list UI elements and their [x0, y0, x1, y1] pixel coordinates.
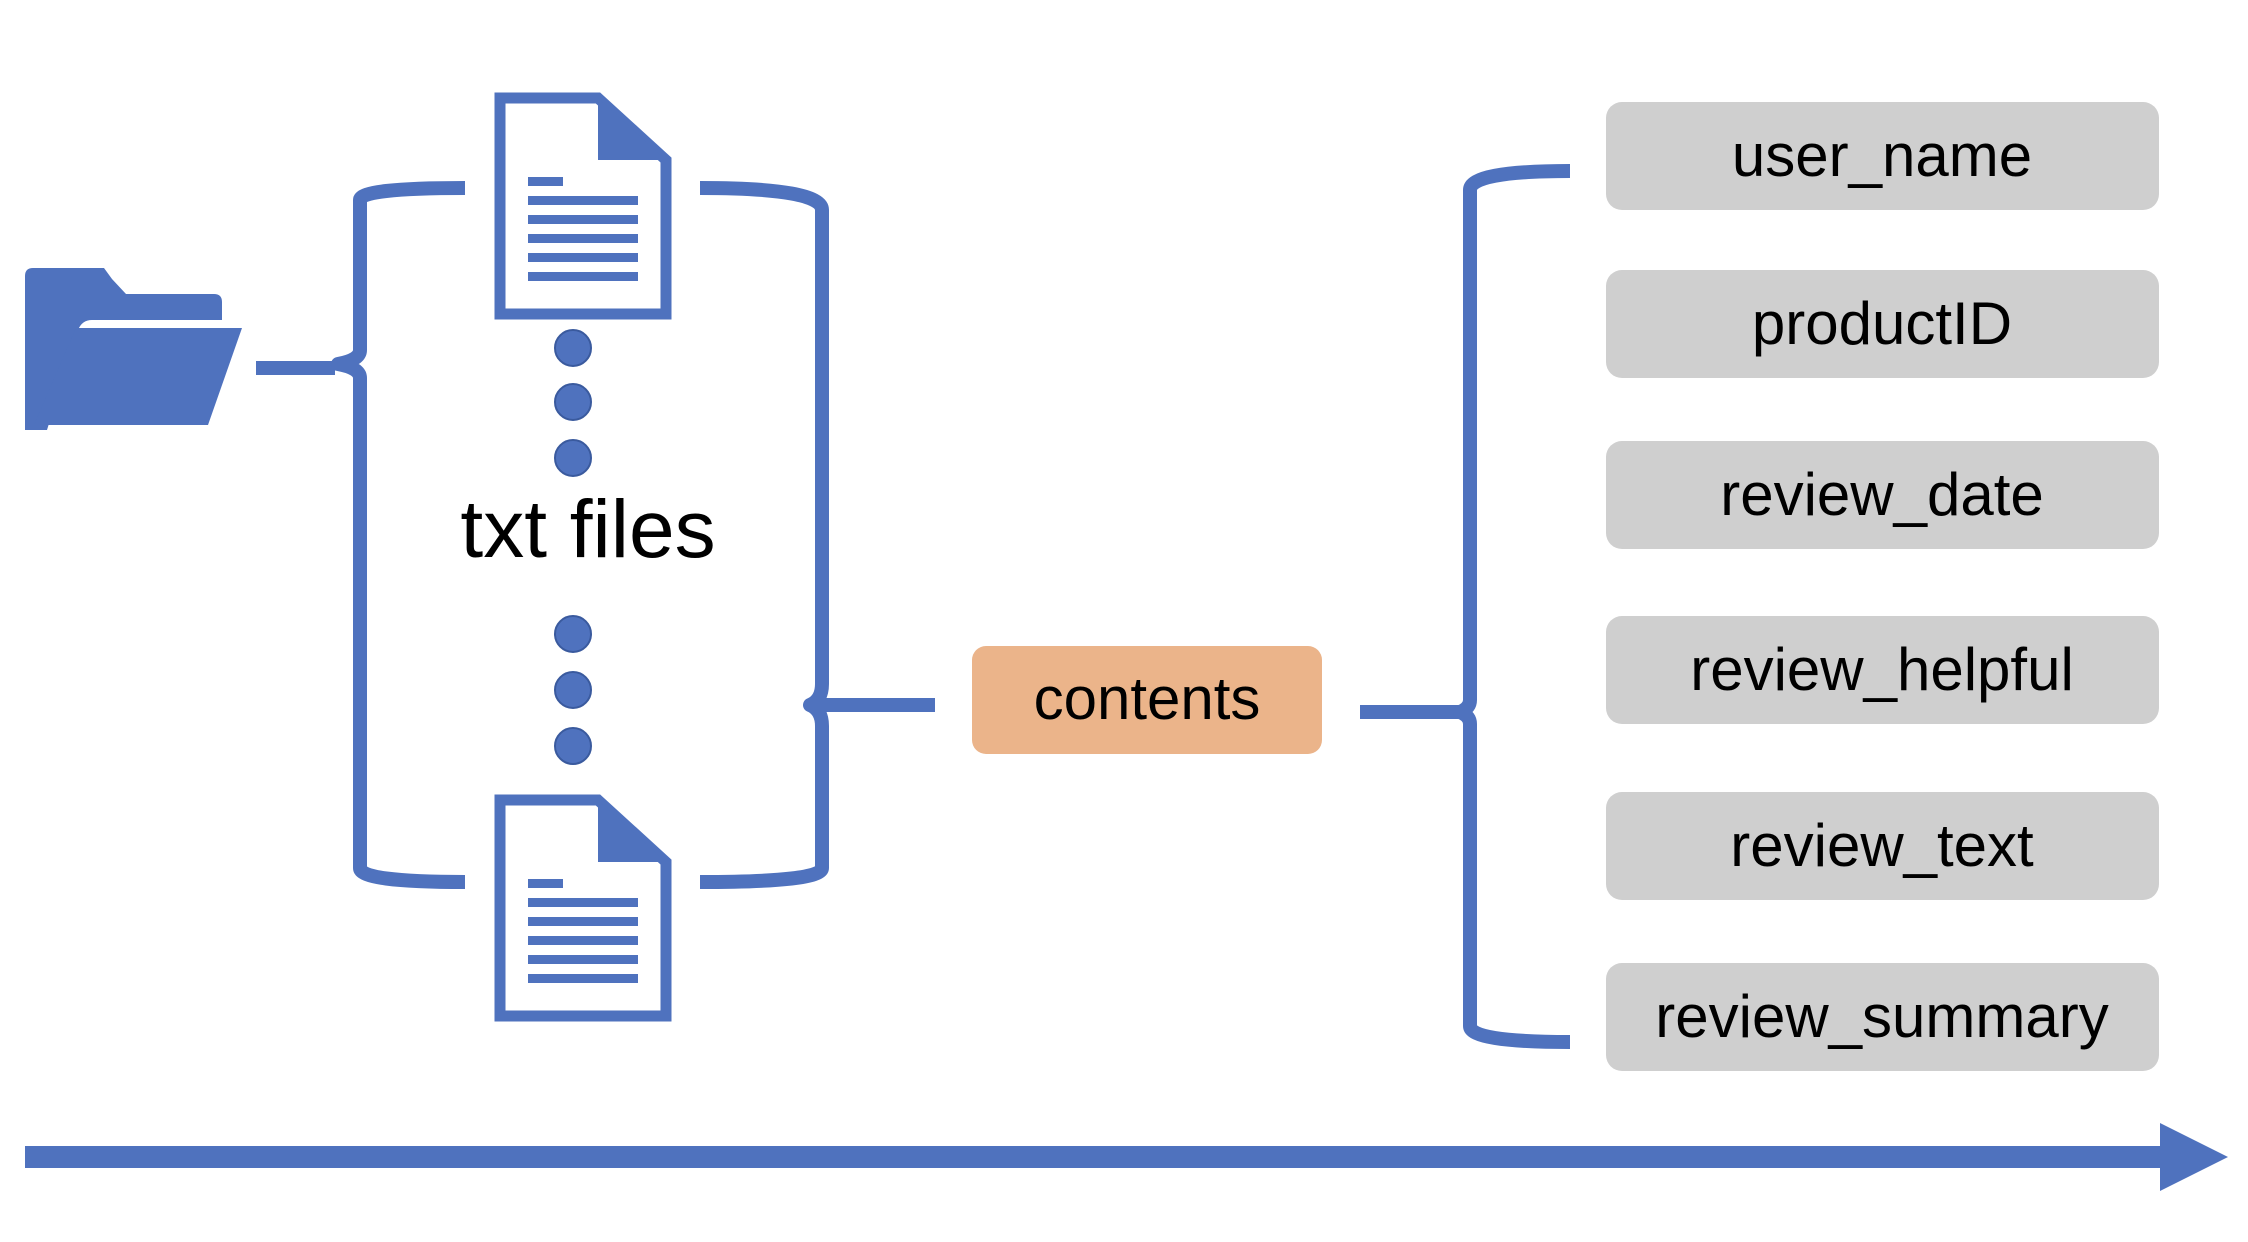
- ellipsis-dots-bottom: [554, 615, 592, 765]
- contents-box: [972, 646, 1322, 754]
- ellipsis-dot-icon: [554, 727, 592, 765]
- folder-icon: [25, 268, 242, 430]
- field-label: productID: [1752, 290, 2012, 357]
- field-box: [1606, 792, 2159, 900]
- field-list: user_name productID review_date review_help…: [1606, 102, 2159, 1071]
- field-item: user_name: [1606, 102, 2159, 210]
- contents-label: contents: [1034, 665, 1261, 732]
- fields-brace: [1453, 164, 1571, 1049]
- field-item: review_helpful: [1606, 616, 2159, 724]
- files-right-bracket: [699, 181, 829, 889]
- field-label: review_helpful: [1690, 636, 2074, 703]
- files-label: txt files: [460, 484, 715, 575]
- field-item: review_text: [1606, 792, 2159, 900]
- field-box: [1606, 102, 2159, 210]
- field-item: productID: [1606, 270, 2159, 378]
- field-box: [1606, 963, 2159, 1071]
- field-box: [1606, 270, 2159, 378]
- arrow-right-icon: [25, 1123, 2228, 1191]
- ellipsis-dots-top: [554, 329, 592, 477]
- field-item: review_date: [1606, 441, 2159, 549]
- files-left-brace: [331, 181, 466, 889]
- ellipsis-dot-icon: [554, 671, 592, 709]
- ellipsis-dot-icon: [554, 383, 592, 421]
- contents-node: contents: [972, 646, 1322, 754]
- field-label: review_date: [1720, 461, 2044, 528]
- field-box: [1606, 616, 2159, 724]
- field-item: review_summary: [1606, 963, 2159, 1071]
- field-label: review_text: [1730, 812, 2034, 879]
- field-label: review_summary: [1655, 983, 2108, 1050]
- document-icon: [494, 92, 672, 320]
- ellipsis-dot-icon: [554, 329, 592, 367]
- field-label: user_name: [1732, 122, 2032, 189]
- ellipsis-dot-icon: [554, 615, 592, 653]
- field-box: [1606, 441, 2159, 549]
- document-icon: [494, 794, 672, 1022]
- ellipsis-dot-icon: [554, 439, 592, 477]
